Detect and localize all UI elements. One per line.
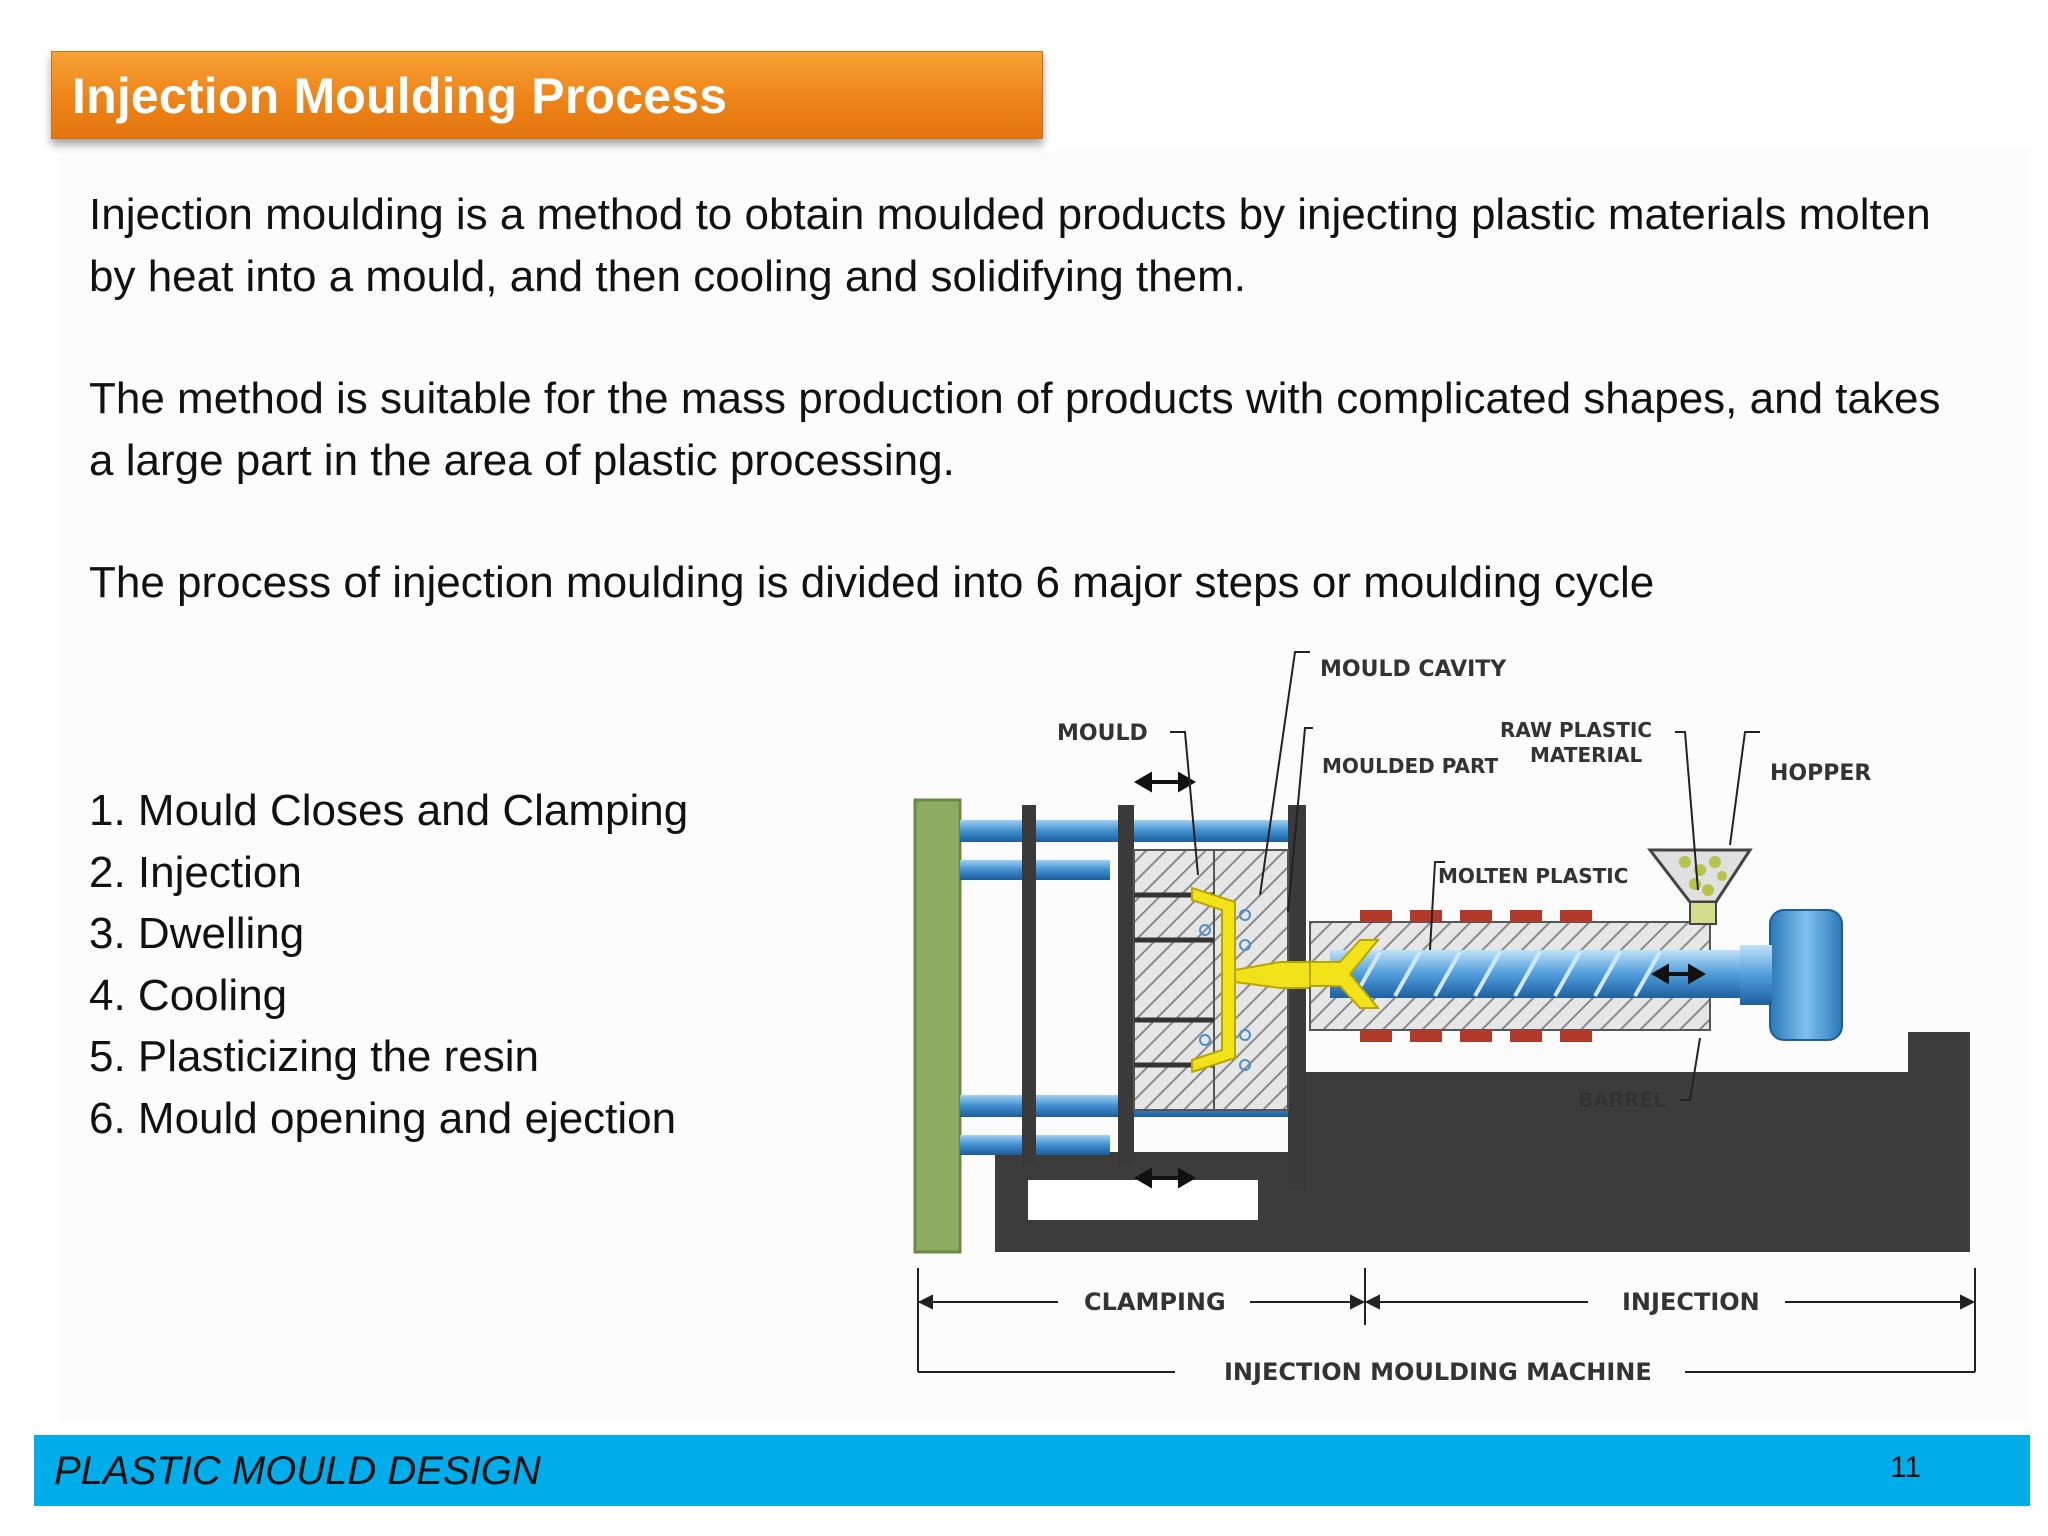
steps-intro-paragraph: The process of injection moulding is div… (89, 558, 1655, 607)
label-mould-cavity: MOULD CAVITY (1320, 657, 1507, 682)
clamp-bay (1028, 1180, 1258, 1220)
label-machine: INJECTION MOULDING MACHINE (1224, 1358, 1652, 1386)
cooling-channels (1199, 909, 1251, 1071)
list-item: 1. Mould Closes and Clamping (89, 786, 689, 835)
label-barrel: BARREL (1578, 1088, 1666, 1112)
title-bar (51, 51, 1043, 139)
hopper-throat (1689, 901, 1717, 925)
page-number: 11 (1890, 1451, 1922, 1484)
list-item: 6. Mould opening and ejection (89, 1093, 677, 1143)
label-raw-plastic-line2: MATERIAL (1530, 743, 1642, 767)
slide-title: Injection Moulding Process (72, 68, 728, 124)
leader-lines (1170, 651, 1760, 1101)
injection-moulding-diagram: MOULD CAVITY MOULD MOULDED PART RAW PLAS… (913, 651, 1976, 1386)
list-item: 3. Dwelling (89, 909, 305, 958)
mould-half-moving (1133, 849, 1215, 1111)
list-item: 4. Cooling (89, 970, 288, 1020)
suitability-paragraph: The method is suitable for the mass prod… (89, 374, 1941, 485)
moving-platen-rear (1022, 805, 1036, 1165)
stationary-platen (1288, 805, 1306, 1190)
intro-paragraph: Injection moulding is a method to obtain… (89, 190, 1931, 301)
footer-title: PLASTIC MOULD DESIGN (54, 1449, 541, 1493)
label-molten-plastic: MOLTEN PLASTIC (1438, 864, 1628, 888)
clamp-end-platen (913, 798, 962, 1254)
drive-coupling (1740, 945, 1772, 1005)
dimension-lines (917, 1268, 1976, 1373)
label-moulded-part: MOULDED PART (1322, 754, 1499, 778)
molten-plastic (1309, 939, 1381, 1009)
label-clamping: CLAMPING (1084, 1288, 1226, 1316)
label-mould: MOULD (1057, 721, 1148, 746)
footer-bar (34, 1435, 2030, 1506)
list-item: 2. Injection (89, 847, 302, 897)
heater-bands (1360, 910, 1592, 1042)
movement-arrows (1134, 771, 1706, 1189)
label-hopper: HOPPER (1770, 761, 1871, 786)
label-injection: INJECTION (1622, 1288, 1760, 1316)
moving-platen (1118, 805, 1134, 1165)
moulded-part (1191, 886, 1236, 1074)
label-raw-plastic-line1: RAW PLASTIC (1500, 718, 1652, 742)
drive-motor (1769, 909, 1843, 1041)
steps-list: 1. Mould Closes and Clamping 2. Injectio… (89, 780, 688, 1149)
list-item: 5. Plasticizing the resin (89, 1032, 539, 1081)
